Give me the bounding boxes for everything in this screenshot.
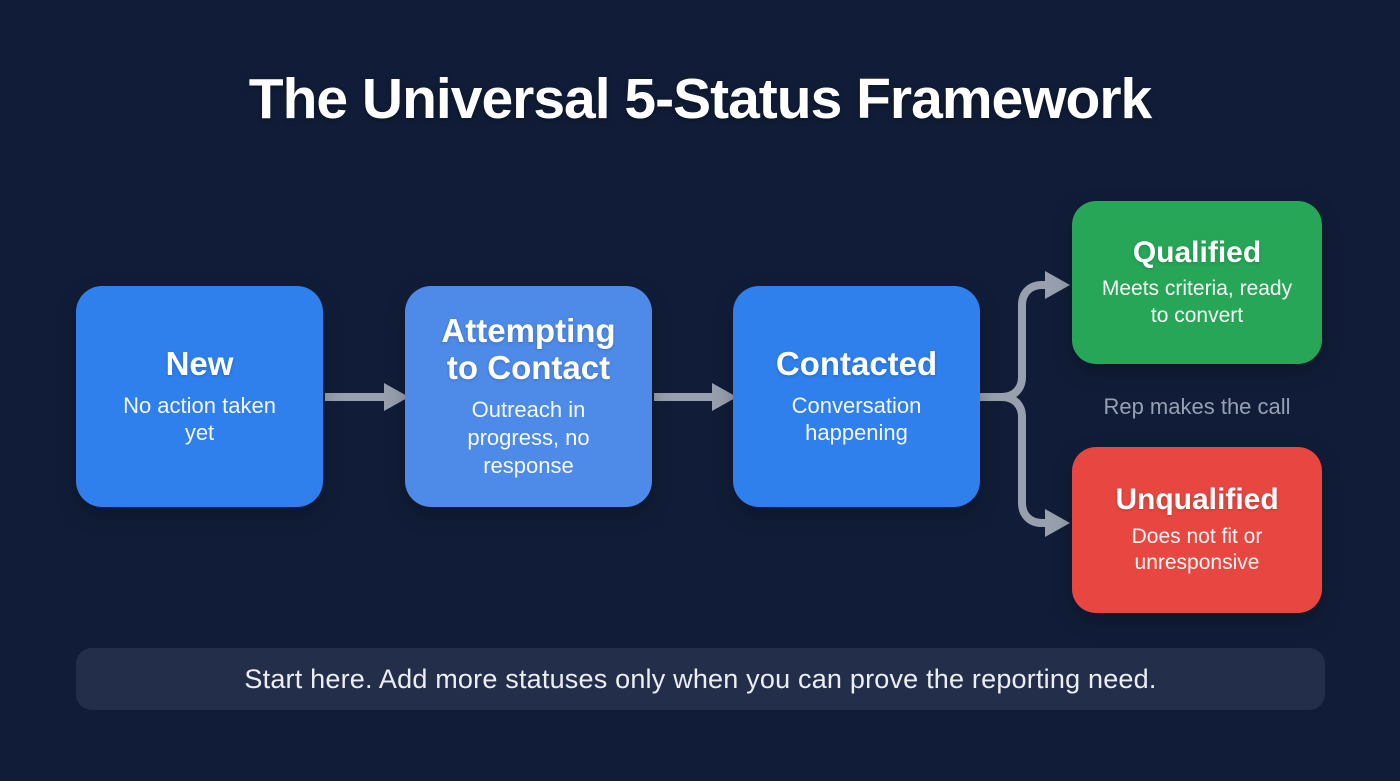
- stage-description-new: No action taken yet: [123, 392, 276, 446]
- stage-title-contacted: Contacted: [775, 344, 938, 382]
- stage-description-contacted: Conversation happening: [791, 392, 922, 446]
- arrowhead-to-unqualified: [1045, 509, 1070, 537]
- arrowhead-to-qualified: [1045, 271, 1070, 299]
- stage-description-attempting-to-contact: Outreach in progress, no response: [467, 397, 590, 478]
- page-title: The Universal 5-Status Framework: [248, 67, 1153, 131]
- footer-text: Start here. Add more statuses only when …: [244, 663, 1157, 694]
- stage-title-new: New: [165, 344, 234, 382]
- outcome-title-qualified: Qualified: [1132, 235, 1262, 269]
- outcome-description-qualified: Meets criteria, ready to convert: [1101, 277, 1293, 327]
- stage-title-attempting-to-contact: Attempting to Contact: [441, 312, 616, 387]
- fork-note: Rep makes the call: [1103, 394, 1291, 419]
- stage-box-new: New No action taken yet: [76, 286, 323, 507]
- stage-box-contacted: Contacted Conversation happening: [733, 286, 980, 507]
- fork-branch-down: [1001, 393, 1046, 527]
- stage-box-attempting-to-contact: Attempting to Contact Outreach in progre…: [405, 286, 652, 507]
- fork-branch-up: [1001, 281, 1046, 401]
- outcome-box-unqualified: Unqualified Does not fit or unresponsive: [1072, 447, 1322, 613]
- outcome-title-unqualified: Unqualified: [1115, 483, 1279, 517]
- footer-banner: Start here. Add more statuses only when …: [76, 648, 1325, 710]
- outcome-description-unqualified: Does not fit or unresponsive: [1131, 524, 1263, 575]
- outcome-box-qualified: Qualified Meets criteria, ready to conve…: [1072, 201, 1322, 364]
